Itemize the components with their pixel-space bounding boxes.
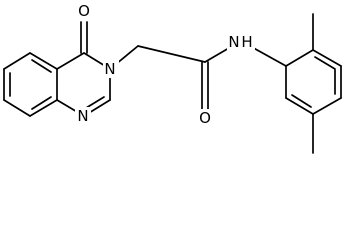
bond-ar-c1-c2 — [285, 49, 314, 67]
pyrimidinone-ring — [56, 21, 111, 117]
acetamide-linker — [109, 40, 287, 114]
benzo-ring — [3, 52, 58, 117]
bond-c5-c4a-inner — [31, 59, 52, 73]
bond-ar-c4-c5 — [312, 97, 342, 115]
bond-c8a-c8 — [29, 99, 58, 117]
bond-c2-n1-inner — [85, 96, 105, 109]
bond-ar-c2-c3-inner — [314, 56, 336, 70]
bond-c8-c7 — [3, 99, 31, 117]
bond-ar-c5-c6-inner — [291, 94, 312, 108]
oxygen-amide-label: O — [199, 109, 211, 127]
bond-c4a-c4 — [56, 52, 85, 70]
chemical-structure-diagram: O N N N H O — [3, 2, 342, 154]
bond-c6-c5 — [3, 52, 31, 70]
nitrogen-ring-1-label: N — [77, 107, 88, 125]
nitrogen-amide-label: N — [228, 33, 239, 51]
dimethylphenyl-ring — [285, 13, 342, 154]
nitrogen-ring-3-label: N — [104, 60, 115, 78]
oxygen-ketone-label: O — [78, 2, 90, 20]
bond-ar-c5-c6 — [285, 97, 314, 115]
bond-c8a-c8-inner — [31, 96, 52, 110]
bond-ar-c2-c3 — [312, 49, 342, 67]
bond-c5-c4a — [29, 52, 58, 70]
hydrogen-amide-label: H — [241, 33, 252, 51]
bond-ch2-co — [137, 45, 206, 63]
atom-labels: O N N N H O — [75, 2, 255, 127]
